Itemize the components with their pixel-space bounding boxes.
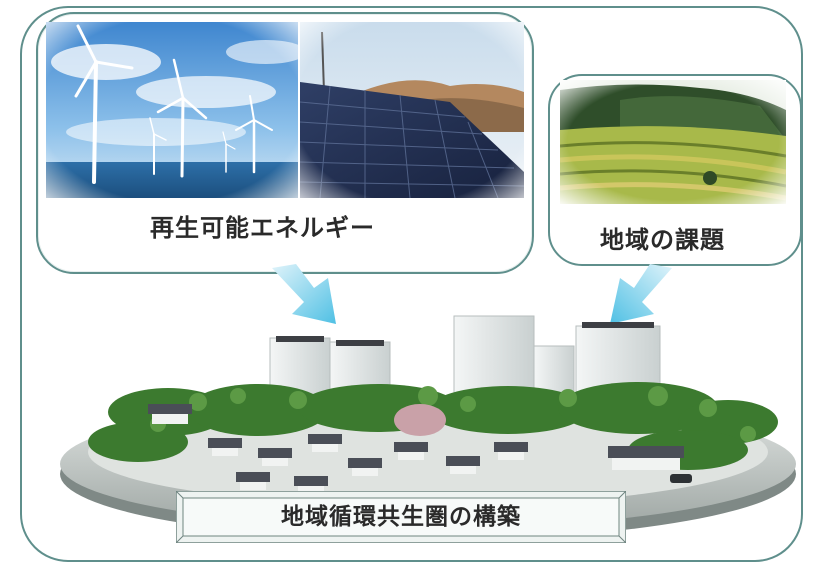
result-caption: 地域循環共生圏の構築 [281, 504, 521, 530]
rice-terrace-photo [560, 80, 786, 204]
arrow-down-left-icon [610, 264, 672, 324]
wind-turbine-photo [46, 22, 298, 198]
arrow-down-right-icon [272, 264, 336, 324]
renewable-energy-caption: 再生可能エネルギー [150, 214, 375, 242]
result-banner [176, 491, 626, 543]
local-issues-caption: 地域の課題 [600, 226, 725, 254]
solar-panel-photo [300, 22, 524, 198]
